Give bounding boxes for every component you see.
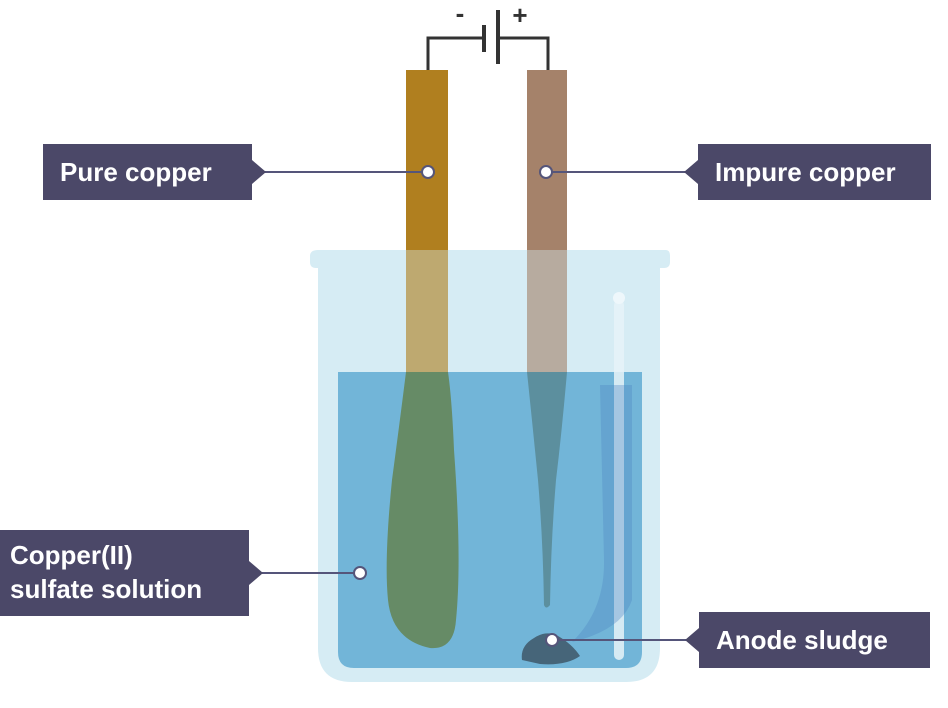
solution-dot bbox=[353, 566, 367, 580]
leader-dots bbox=[353, 165, 559, 647]
label-impure-copper: Impure copper bbox=[684, 144, 931, 200]
impure-copper-electrode bbox=[527, 70, 567, 608]
label-impure-copper-text: Impure copper bbox=[715, 157, 896, 187]
impure-copper-dot bbox=[539, 165, 553, 179]
positive-sign: + bbox=[512, 0, 527, 30]
pure-copper-electrode bbox=[386, 70, 459, 649]
sludge-dot bbox=[545, 633, 559, 647]
label-pure-copper: Pure copper bbox=[43, 144, 266, 200]
negative-sign: - bbox=[456, 0, 465, 28]
glass-rod bbox=[613, 292, 625, 660]
label-copper-sulfate-solution: Copper(II) sulfate solution bbox=[0, 530, 263, 616]
label-solution-line2: sulfate solution bbox=[10, 574, 202, 604]
circuit-wire-left bbox=[426, 36, 482, 70]
label-pure-copper-text: Pure copper bbox=[60, 157, 212, 187]
anode-sludge bbox=[521, 633, 580, 665]
label-anode-sludge: Anode sludge bbox=[685, 612, 930, 668]
label-anode-sludge-text: Anode sludge bbox=[716, 625, 888, 655]
blue-plume bbox=[572, 385, 632, 642]
pure-copper-dot bbox=[421, 165, 435, 179]
label-solution-line1: Copper(II) bbox=[10, 540, 133, 570]
circuit-wire-right bbox=[500, 36, 550, 70]
leader-lines bbox=[262, 171, 690, 641]
battery-circuit: - + bbox=[426, 0, 550, 70]
